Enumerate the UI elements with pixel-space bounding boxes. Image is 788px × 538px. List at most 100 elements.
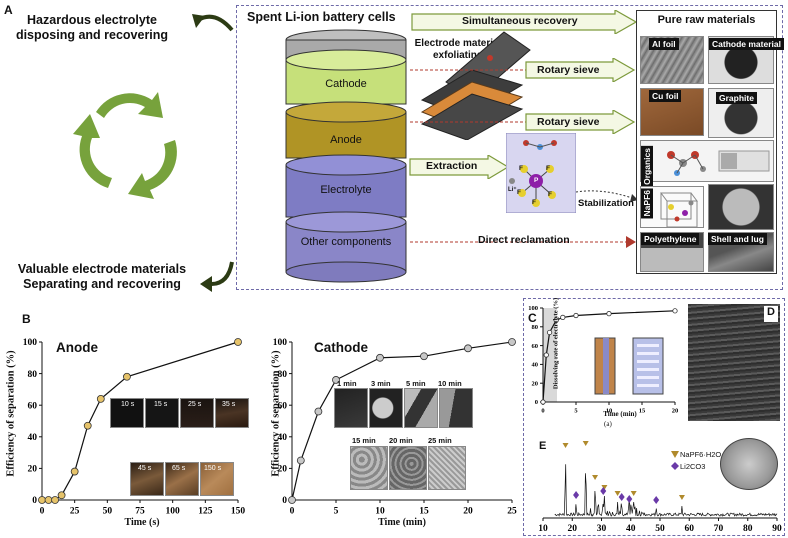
panel-c-letter: C [528,311,537,325]
panel-c-point [672,308,678,314]
stabilization-label: Stabilization [578,198,634,209]
cathode-inset-2 [369,388,403,428]
anode-inset-6 [165,462,199,496]
red-marker-icon [487,55,493,61]
e-legend-2: Li2CO3 [680,462,706,471]
panel-c-xtick-label: 20 [672,408,679,415]
panel-c-ytick-label: 40 [532,362,539,369]
anode-point [83,421,92,430]
anode-inset-1 [110,398,144,428]
cathode-point [314,407,323,416]
anode-point [96,394,105,403]
molecule-graphic [506,133,576,213]
anode-inset-4-label: 35 s [222,401,236,408]
anode-title: Anode [56,340,98,355]
napf6-peak-marker [678,495,685,500]
arrow-extraction [409,155,510,179]
li2co3-marker-icon [671,462,679,470]
e-legend-1: NaPF6·H2O [680,450,722,459]
e-xtick-label: 70 [714,524,724,534]
cathode-xtick-label: 20 [463,507,473,517]
napf6-powder-image [708,184,774,230]
label-organics: Organics [641,146,653,187]
panel-c-xtick-label: 0 [541,408,544,415]
cathode-inset-6 [389,446,427,490]
anode-inset-2 [145,398,179,428]
anode-inset-7-label: 150 s [204,465,222,472]
battery-graphic [285,29,407,283]
label-al-foil: Al foil [649,38,679,50]
pure-title: Pure raw materials [657,14,756,26]
c-inset-stripe [637,368,659,371]
cathode-ylabel: Efficiency of separation (%) [270,350,282,477]
anode-inset-1-label: 10 s [121,401,135,408]
cathode-ytick-label: 80 [278,370,288,380]
label-napf6: NaPF6 [641,188,653,219]
organics-molecule-icon [667,150,770,176]
panel-c-ytick-label: 60 [532,343,539,350]
panel-c-ytick-label: 0 [535,399,538,406]
label-cu-foil: Cu foil [649,90,682,102]
arrow-extraction-label: Extraction [426,160,478,172]
cathode-point [508,338,516,346]
e-xtick-label: 40 [626,524,636,534]
e-xtick-label: 60 [685,524,695,534]
cathode-inset-5-label: 15 min [352,436,376,445]
anode-xtick-label: 50 [103,507,113,517]
panel-e-letter: E [539,440,553,454]
curved-arrow-bottom-icon [209,261,234,287]
panel-c-ytick-label: 80 [532,324,539,331]
anode-ytick-label: 0 [32,496,37,506]
napf6-peak-marker [592,475,599,480]
cathode-inset-6-label: 20 min [389,436,413,445]
exfoliating-line1: Electrode material [414,38,502,49]
anode-xtick-label: 75 [135,507,145,517]
curved-arrow-bottom-head-icon [200,276,212,292]
arrow-direct-label: Direct reclamation [478,234,570,246]
anode-point [70,467,79,476]
cathode-ytick-label: 40 [278,433,288,443]
cycle-graphic [73,14,234,292]
label-shell-lug: Shell and lug [708,233,767,245]
panel-c-xtick-label: 10 [606,408,613,415]
anode-point [51,496,59,504]
anode-inset-3 [180,398,214,428]
anode-xtick-label: 100 [166,507,181,517]
li2co3-peak-marker [573,491,580,499]
cathode-inset-4 [439,388,473,428]
hazardous-text: Hazardous electrolyte disposing and reco… [8,13,176,43]
battery-label-other: Other components [300,236,392,248]
cathode-ytick-label: 0 [282,496,287,506]
napf6-peak-marker [630,491,637,496]
napf6-marker-icon [671,451,679,458]
anode-inset-5-label: 45 s [138,465,152,472]
panel-d-letter: D [764,306,778,322]
anode-point [38,496,46,504]
e-xtick-label: 90 [772,524,782,534]
sheet-bottom [420,93,524,140]
arrow-simultaneous-label: Simultaneous recovery [462,15,578,27]
panel-cde-frame [523,298,785,536]
e-xtick-label: 20 [568,524,578,534]
arrow-rotary-2 [410,110,636,134]
anode-point [234,338,242,346]
panel-c-point [573,312,579,319]
panel-a-letter: A [4,3,13,17]
cathode-xtick-label: 25 [507,507,517,517]
cathode-inset-1 [334,388,368,428]
cathode-point [332,376,340,384]
organics-image [640,140,774,182]
recycle-cycle-icon [73,92,177,199]
c-shaded-region [543,308,557,402]
cathode-inset-7 [428,446,466,490]
cathode-point [464,344,472,353]
arrow-rotary-1-label: Rotary sieve [537,64,600,76]
arrow-rotary-1 [410,58,636,82]
panel-d-image [688,304,780,421]
anode-xtick-label: 125 [198,507,213,517]
napf6-peak-marker [601,485,608,490]
